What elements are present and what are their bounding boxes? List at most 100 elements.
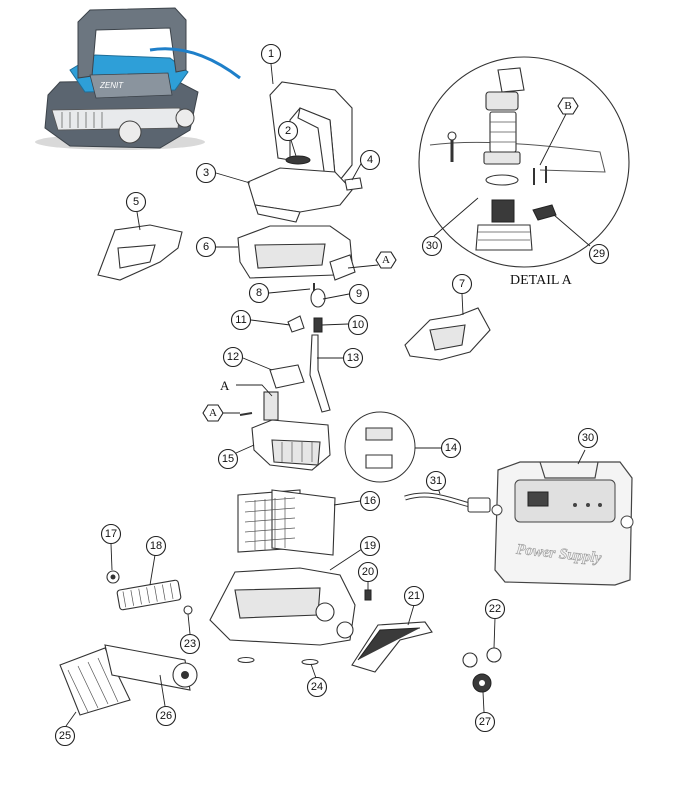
callout-22: 22: [484, 598, 506, 620]
callout-14: 14: [440, 437, 462, 459]
part-22-wheel-bearing: [462, 647, 502, 668]
callout-5: 5: [125, 191, 147, 213]
svg-text:19: 19: [364, 540, 376, 552]
callout-30-power-supply: 30: [577, 427, 599, 449]
part-20-screw: [364, 589, 372, 601]
callout-13: 13: [342, 347, 364, 369]
callout-11: 11: [230, 309, 252, 331]
part-27-drive-pulley: [472, 673, 492, 693]
svg-text:18: 18: [150, 540, 162, 552]
svg-text:10: 10: [352, 319, 364, 331]
part-17-bushing: [106, 570, 120, 584]
part-5-side-panel: [97, 224, 183, 281]
part-23-nut: [183, 605, 193, 615]
part-19-chassis: [209, 567, 356, 646]
callout-4: 4: [359, 149, 381, 171]
callout-9: 9: [348, 283, 370, 305]
svg-text:30: 30: [582, 432, 594, 444]
svg-text:23: 23: [184, 638, 196, 650]
svg-text:8: 8: [256, 287, 262, 299]
callout-31: 31: [425, 470, 447, 492]
svg-text:14: 14: [445, 442, 457, 454]
svg-text:5: 5: [133, 196, 139, 208]
part-4-clip: [344, 177, 363, 191]
svg-text:A: A: [382, 254, 390, 266]
svg-text:A: A: [209, 407, 217, 419]
detail-a-magnified-view: [418, 56, 630, 268]
callout-20: 20: [357, 561, 379, 583]
svg-text:25: 25: [59, 730, 71, 742]
part-6-body-frame: [237, 225, 356, 281]
leader-lines: [65, 63, 591, 727]
callout-25: 25: [54, 725, 76, 747]
svg-text:2: 2: [285, 125, 291, 137]
svg-text:6: 6: [203, 241, 209, 253]
hex-callout-b: B: [557, 97, 579, 115]
callout-17: 17: [100, 523, 122, 545]
hex-callout-a-upper: A: [375, 251, 397, 269]
hex-callout-a-lower: A: [202, 404, 224, 422]
part-24-washers: [237, 656, 319, 666]
callout-19: 19: [359, 535, 381, 557]
callout-1: 1: [260, 43, 282, 65]
part-9-impeller: [310, 288, 326, 308]
callout-3: 3: [195, 162, 217, 184]
callout-29: 29: [588, 243, 610, 265]
part-a-pump-column: [239, 391, 279, 421]
svg-text:20: 20: [362, 566, 374, 578]
callout-23: 23: [179, 633, 201, 655]
part-13-shaft-tube: [309, 334, 331, 413]
callout-12: 12: [222, 346, 244, 368]
callout-7: 7: [451, 273, 473, 295]
part-7-side-bracket: [404, 307, 491, 361]
part-18-brush-bar: [116, 579, 182, 611]
svg-text:29: 29: [593, 248, 605, 260]
part-1-handle: [269, 81, 353, 181]
svg-text:22: 22: [489, 603, 501, 615]
part-31-cable: [404, 492, 491, 513]
svg-text:27: 27: [479, 716, 491, 728]
part-12-motor-bracket: [269, 364, 305, 389]
robot-product-photo: ZENIT: [35, 7, 241, 150]
svg-text:13: 13: [347, 352, 359, 364]
part-26-roller-tube: [104, 644, 198, 691]
callout-15: 15: [217, 448, 239, 470]
callout-24: 24: [306, 676, 328, 698]
svg-text:B: B: [564, 100, 571, 112]
callout-26: 26: [155, 705, 177, 727]
svg-text:12: 12: [227, 351, 239, 363]
part-3-top-cover: [247, 167, 353, 223]
part-11-propeller: [287, 315, 305, 333]
callout-10: 10: [347, 314, 369, 336]
svg-text:17: 17: [105, 528, 117, 540]
svg-text:11: 11: [235, 314, 246, 326]
svg-text:15: 15: [222, 453, 234, 465]
svg-text:9: 9: [356, 288, 362, 300]
callout-27: 27: [474, 711, 496, 733]
assembly-a-reference-letter: A: [220, 378, 230, 393]
svg-text:24: 24: [311, 681, 323, 693]
callout-21: 21: [403, 585, 425, 607]
detail-a-title: DETAIL A: [510, 273, 573, 288]
svg-text:1: 1: [268, 48, 274, 60]
svg-text:16: 16: [364, 495, 376, 507]
part-16-filter-panels: [237, 489, 336, 556]
part-14-filter-clips-detail: [344, 411, 416, 483]
svg-text:31: 31: [430, 475, 442, 487]
part-10-shaft: [313, 317, 323, 333]
svg-text:21: 21: [408, 590, 420, 602]
svg-text:4: 4: [367, 154, 373, 166]
callout-18: 18: [145, 535, 167, 557]
svg-text:30: 30: [426, 240, 438, 252]
callout-16: 16: [359, 490, 381, 512]
callout-2: 2: [277, 120, 299, 142]
svg-text:7: 7: [459, 278, 465, 290]
part-21-drive-track: [351, 621, 433, 673]
part-30-power-supply: Power Supply: [491, 461, 634, 586]
svg-text:26: 26: [160, 710, 172, 722]
svg-text:3: 3: [203, 167, 209, 179]
callout-6: 6: [195, 236, 217, 258]
robot-brand-label: ZENIT: [99, 81, 124, 90]
callout-8: 8: [248, 282, 270, 304]
